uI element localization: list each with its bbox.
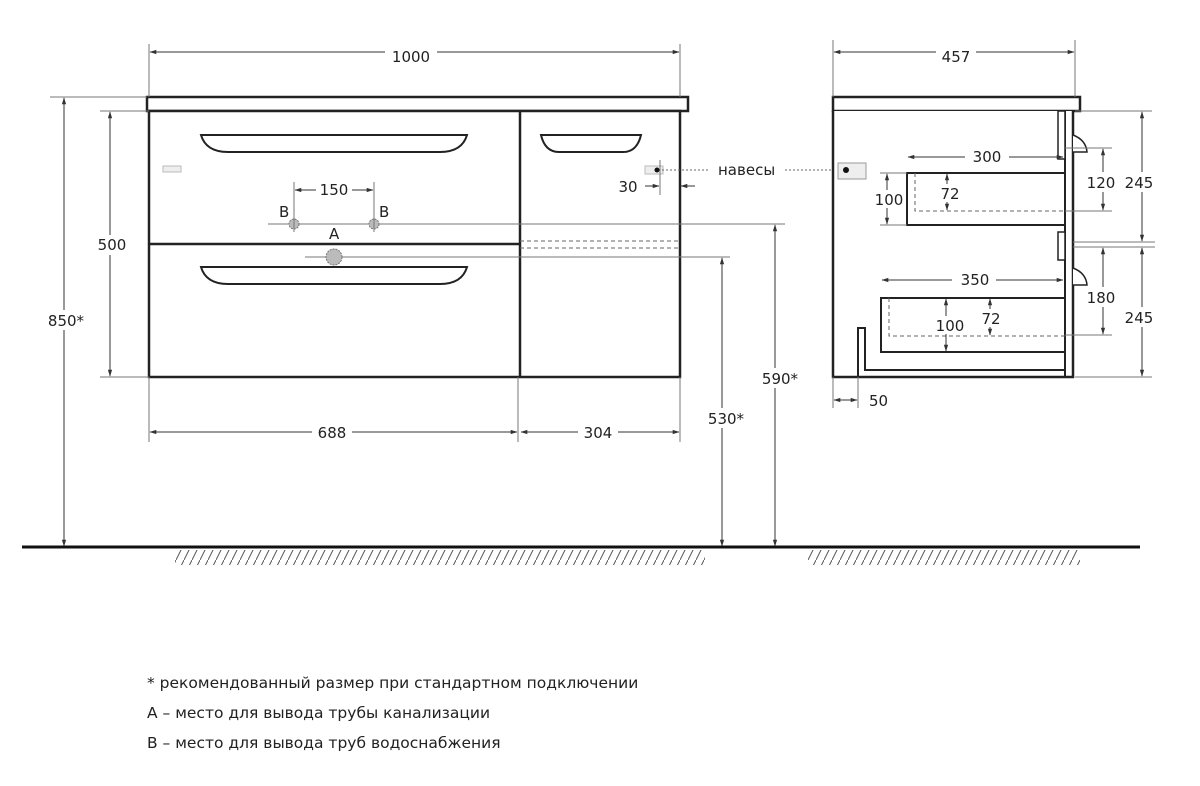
dim-upper-drawer-height: 100 xyxy=(875,191,904,209)
side-view: 457 300 100 72 350 100 72 120 xyxy=(831,40,1160,410)
label-b-right: B xyxy=(379,203,389,221)
dim-total-height: 850* xyxy=(48,312,85,330)
side-countertop xyxy=(831,95,1082,113)
dim-lower-drawer-height: 100 xyxy=(936,317,965,335)
dim-drain-height: 530* xyxy=(708,410,745,428)
label-a: A xyxy=(329,225,340,243)
door-handle xyxy=(539,134,643,153)
drawer-handle xyxy=(199,266,469,285)
note-drain: A – место для вывода трубы канализации xyxy=(147,704,490,722)
dim-water-height: 590* xyxy=(762,370,799,388)
dim-upper-offset: 120 xyxy=(1087,174,1116,192)
hinges-label: навесы xyxy=(718,161,775,179)
drawer-handle xyxy=(199,134,469,153)
hinge-marker xyxy=(162,165,182,173)
dim-depth: 457 xyxy=(942,48,971,66)
front-view: B B A 150 1000 850* 500 688 304 3 xyxy=(44,42,838,547)
countertop xyxy=(145,95,690,113)
note-water: B – место для вывода труб водоснабжения xyxy=(147,734,501,752)
dim-width: 1000 xyxy=(392,48,430,66)
lower-drawer xyxy=(880,297,1066,353)
upper-drawer xyxy=(906,172,1066,226)
dim-lower-drawer-inner: 72 xyxy=(981,310,1000,328)
dim-body-height: 500 xyxy=(98,236,127,254)
dim-lower-section: 245 xyxy=(1125,309,1154,327)
dim-upper-drawer-depth: 300 xyxy=(973,148,1002,166)
dim-right-section: 304 xyxy=(584,424,613,442)
dim-upper-drawer-inner: 72 xyxy=(940,185,959,203)
dim-left-section: 688 xyxy=(318,424,347,442)
drain-pipe-hole-a xyxy=(325,248,343,266)
floor-hatch xyxy=(808,550,1080,565)
label-b-left: B xyxy=(279,203,289,221)
dim-plinth-offset: 50 xyxy=(869,392,888,410)
dim-pipe-spacing: 150 xyxy=(320,181,349,199)
floor-hatch xyxy=(175,550,705,565)
note-recommended: * рекомендованный размер при стандартном… xyxy=(147,674,638,692)
dim-hinge-offset: 30 xyxy=(618,178,637,196)
dim-upper-section: 245 xyxy=(1125,174,1154,192)
dim-lower-offset: 180 xyxy=(1087,289,1116,307)
dim-lower-drawer-depth: 350 xyxy=(961,271,990,289)
plinth xyxy=(857,327,1065,377)
side-hinge xyxy=(837,162,867,180)
